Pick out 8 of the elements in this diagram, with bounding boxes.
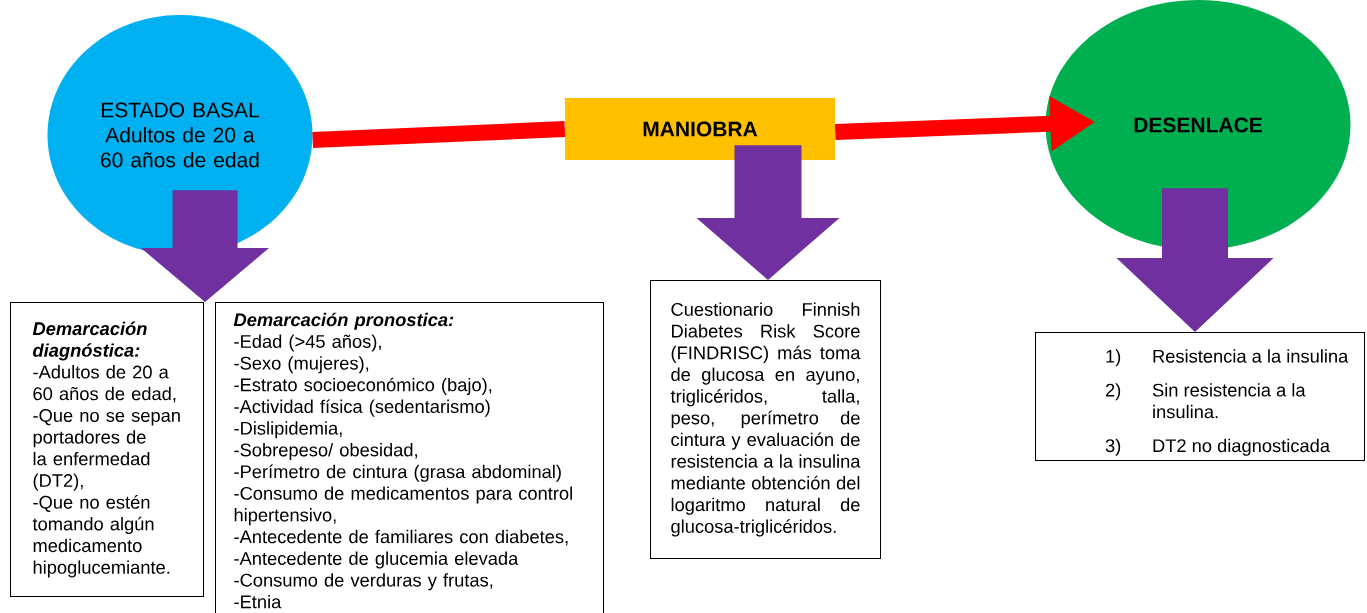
block-arrow [1116, 188, 1274, 332]
block-arrow [141, 190, 269, 302]
block-arrow [696, 145, 840, 280]
process-box: MANIOBRA [565, 98, 835, 160]
text-box: 1) Resistencia a la insulina 2) Sin resistencia a la insulina. 3) DT2 no diagnosticada [1035, 332, 1365, 461]
text-box: Demarcación diagnóstica: -Adultos de 20 a 60 años de edad, -Que no se sepan portadores de la enfermedad (DT2), -Que no estén tomando algún medicamento hipoglucemiante. [10, 302, 204, 597]
text-box: Demarcación pronostica: -Edad (>45 años), -Sexo (mujeres), -Estrato socioeconómico (bajo), -Actividad física (sedentarismo) -Dislipidemia, -Sobrepeso/ obesidad, -Perímetro de cintura (grasa abdominal) -Consumo de medicamentos para control hipertensivo, -Antecedente de familiares con diabetes, -Antecedente de glucemia elevada -Consumo de verduras y frutas, -Etnia [215, 302, 604, 613]
text-box: Cuestionario Finnish Diabetes Risk Score (FINDRISC) más toma de glucosa en ayuno, triglicéridos, talla, peso, perímetro de cintura y evaluación de resistencia a la insulina mediante obtención del logaritmo natural de glucosa-triglicéridos. [650, 280, 881, 559]
